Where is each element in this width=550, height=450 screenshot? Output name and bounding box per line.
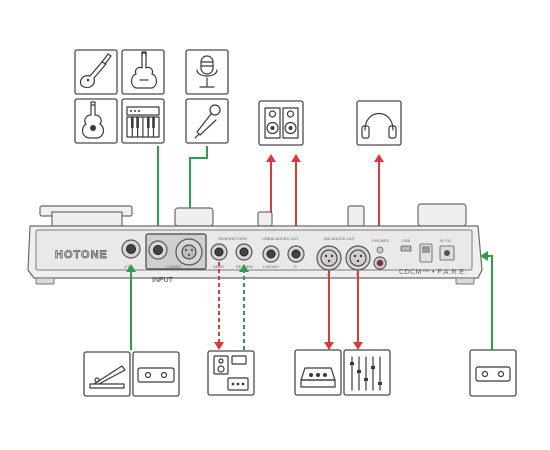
xlr-right-output-line: [353, 270, 363, 350]
phones-jack: PHONES: [372, 238, 389, 270]
electric-guitar-icon: [74, 49, 118, 95]
acoustic-guitar-icon: [74, 98, 118, 144]
bass-guitar-icon: [121, 49, 165, 95]
svg-text:9V DC: 9V DC: [440, 238, 452, 243]
headphones-icon: [356, 100, 402, 146]
svg-text:COMBO: COMBO: [166, 264, 181, 269]
effects-pedal-icon: [207, 350, 255, 396]
expression-input-line: [126, 264, 136, 350]
svg-text:L/MONO: L/MONO: [263, 264, 279, 269]
studio-monitors-icon: [258, 100, 304, 146]
xlr-left-output: L: [316, 245, 342, 277]
usb-port: USB: [400, 238, 412, 252]
amp-modeler-device: HOTONE GTR INPUT COMBO SEND/RETURN SEND: [27, 203, 483, 285]
expression-pedal-icon: [83, 351, 131, 397]
guitar-input-jack: GTR: [121, 239, 141, 269]
output-right-jack: R: [287, 245, 305, 269]
svg-text:R: R: [294, 264, 297, 269]
xlr-left-output-line: [324, 270, 334, 350]
input-label: INPUT: [152, 277, 174, 284]
input-block: INPUT COMBO: [145, 233, 207, 284]
cdcm-logo: CDCM™ • F.A.R.E.: [399, 269, 467, 276]
footswitch-input-line: [480, 251, 493, 350]
svg-text:PHONES: PHONES: [372, 238, 389, 243]
unbalanced-out-label: UNBALANCED OUT: [262, 236, 299, 241]
power-switch: [419, 243, 433, 263]
output-left-jack: L/MONO: [262, 245, 280, 269]
send-jack: SEND: [210, 243, 228, 269]
power-amp-icon: [294, 349, 342, 396]
footswitch-unit-icon: [469, 349, 517, 397]
mixer-icon: [343, 349, 391, 396]
keyboard-icon: [121, 98, 165, 144]
power-jack: 9V DC: [439, 238, 455, 261]
fx-loop-label: SEND/RETURN: [218, 236, 247, 241]
studio-mic-icon: [185, 49, 229, 95]
handheld-mic-icon: [185, 98, 229, 144]
fx-return-line: [239, 264, 249, 350]
balanced-out-label: BALANCED OUT: [324, 236, 356, 241]
svg-text:GTR: GTR: [124, 264, 133, 269]
svg-text:SEND: SEND: [213, 264, 224, 269]
fx-send-line: [214, 262, 224, 350]
footswitch-icon: [132, 351, 180, 397]
svg-text:USB: USB: [402, 238, 411, 243]
brand-logo: HOTONE: [55, 249, 108, 261]
